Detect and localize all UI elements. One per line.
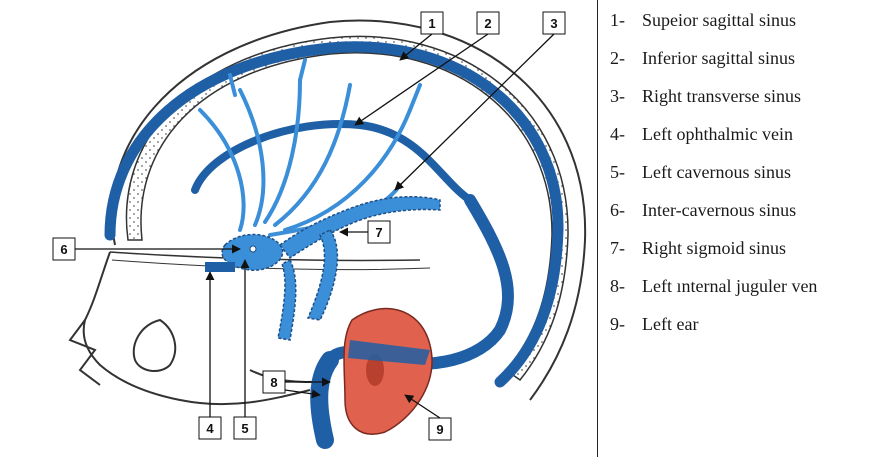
legend-item: 1-Supeior sagittal sinus	[610, 10, 796, 31]
callout-box-4: 4	[199, 417, 221, 439]
legend-label: Left ear	[642, 314, 698, 334]
legend-item: 5-Left cavernous sinus	[610, 162, 791, 183]
legend-number: 7-	[610, 238, 642, 259]
legend-item: 9-Left ear	[610, 314, 698, 335]
legend-number: 8-	[610, 276, 642, 297]
legend-number: 9-	[610, 314, 642, 335]
legend-label: Left cavernous sinus	[642, 162, 791, 182]
callout-box-2: 2	[477, 12, 499, 34]
legend-panel: 1-Supeior sagittal sinus 2-Inferior sagi…	[597, 0, 879, 457]
callout-box-9: 9	[429, 418, 451, 440]
inter-cavernous-sinus	[250, 246, 256, 252]
callout-box-1: 1	[421, 12, 443, 34]
legend-item: 8-Left ınternal juguler ven	[610, 276, 817, 297]
legend-label: Inter-cavernous sinus	[642, 200, 796, 220]
legend-label: Right transverse sinus	[642, 86, 801, 106]
legend-number: 6-	[610, 200, 642, 221]
svg-text:2: 2	[484, 16, 491, 31]
legend-label: Supeior sagittal sinus	[642, 10, 796, 30]
legend-number: 3-	[610, 86, 642, 107]
svg-text:8: 8	[270, 375, 277, 390]
callout-box-7: 7	[368, 221, 390, 243]
legend-item: 7-Right sigmoid sinus	[610, 238, 786, 259]
left-ophthalmic-vein	[205, 262, 235, 272]
venous-sinus-diagram: 1 2 3 4 5 6 7 8 9	[0, 0, 600, 457]
legend-item: 3-Right transverse sinus	[610, 86, 801, 107]
left-ear	[344, 309, 432, 435]
callout-box-5: 5	[234, 417, 256, 439]
callout-box-8: 8	[263, 371, 285, 393]
svg-text:1: 1	[428, 16, 435, 31]
legend-label: Left ophthalmic vein	[642, 124, 793, 144]
callout-box-3: 3	[543, 12, 565, 34]
callout-box-6: 6	[53, 238, 75, 260]
svg-text:3: 3	[550, 16, 557, 31]
legend-number: 5-	[610, 162, 642, 183]
legend-number: 1-	[610, 10, 642, 31]
legend-number: 2-	[610, 48, 642, 69]
svg-text:7: 7	[375, 225, 382, 240]
legend-number: 4-	[610, 124, 642, 145]
legend-item: 4-Left ophthalmic vein	[610, 124, 793, 145]
svg-text:4: 4	[206, 421, 214, 436]
svg-text:6: 6	[60, 242, 67, 257]
legend-label: Right sigmoid sinus	[642, 238, 786, 258]
legend-label: Inferior sagittal sinus	[642, 48, 795, 68]
legend-item: 6-Inter-cavernous sinus	[610, 200, 796, 221]
left-internal-jugular-vein	[319, 360, 330, 440]
svg-text:5: 5	[241, 421, 248, 436]
legend-item: 2-Inferior sagittal sinus	[610, 48, 795, 69]
legend-label: Left ınternal juguler ven	[642, 276, 817, 296]
svg-text:9: 9	[436, 422, 443, 437]
